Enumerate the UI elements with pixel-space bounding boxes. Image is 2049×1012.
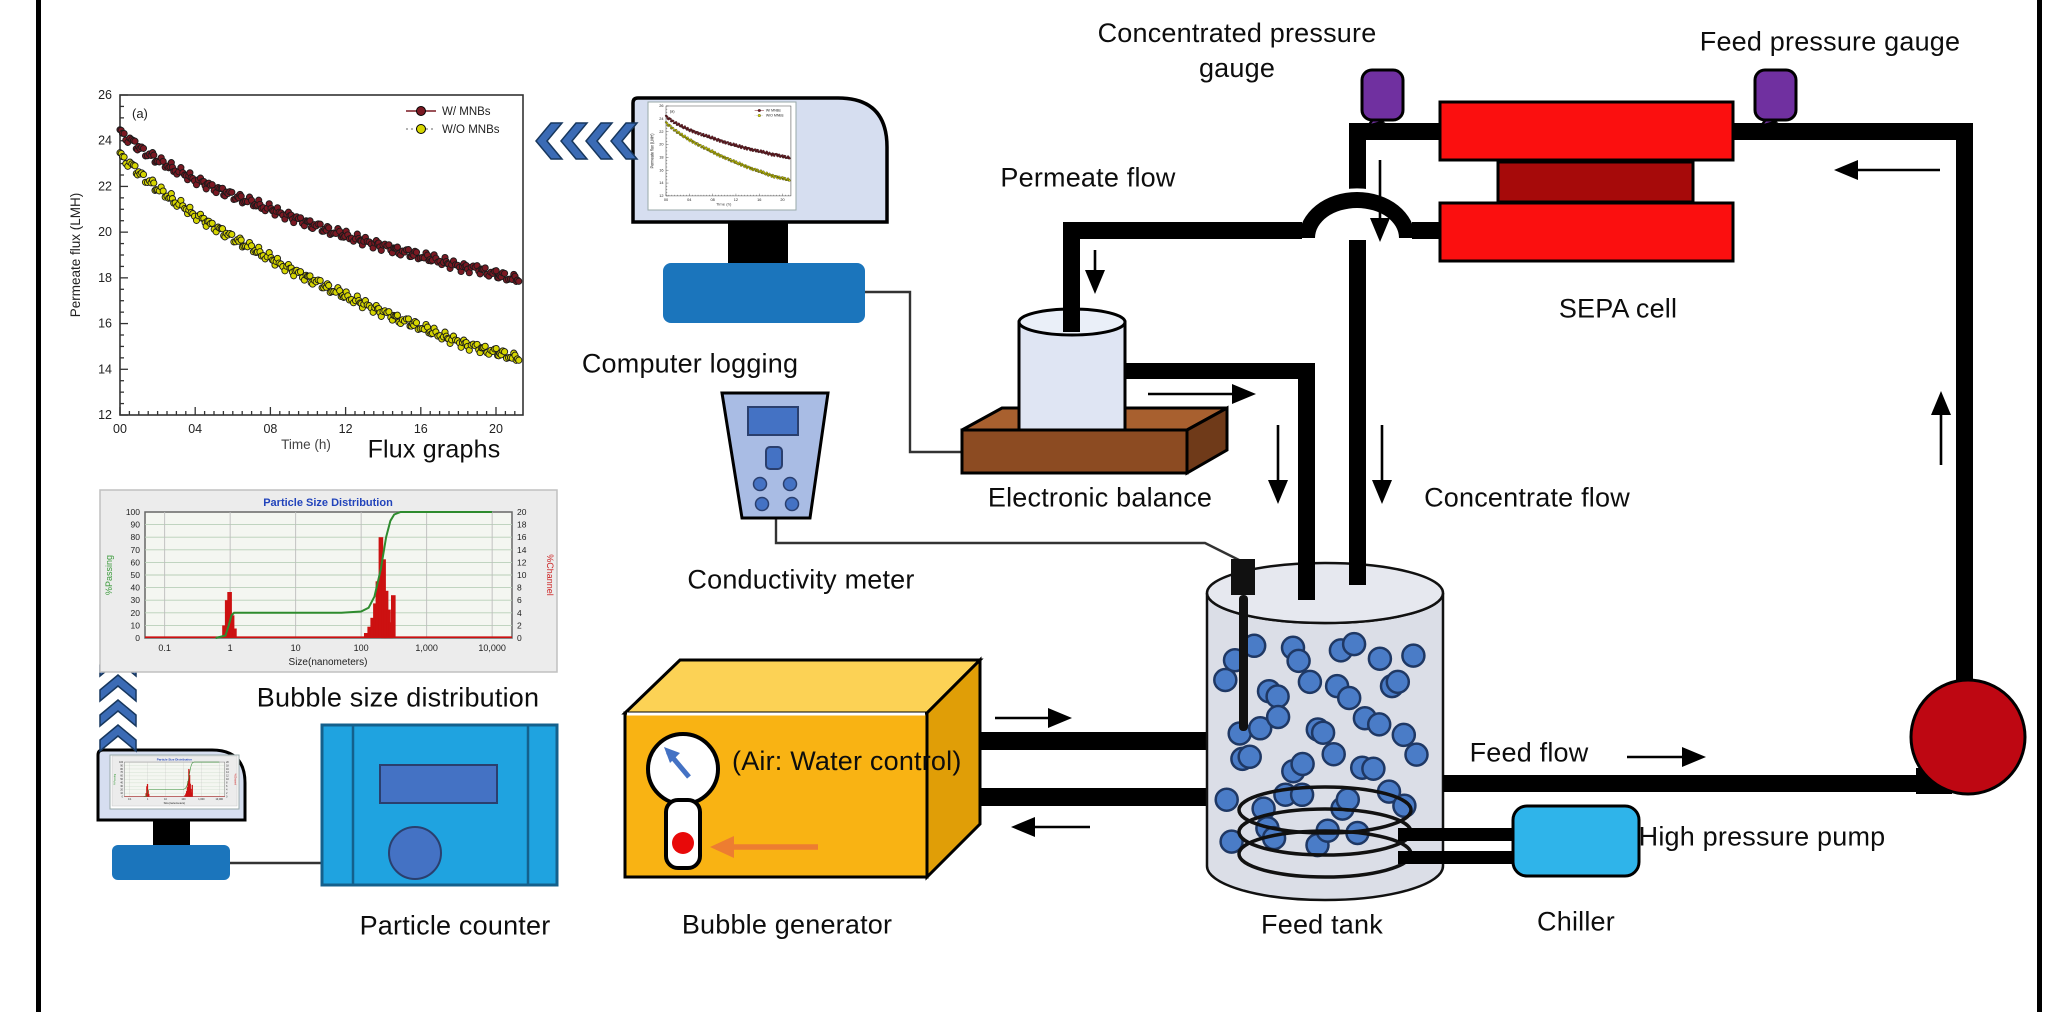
generator-red-light [672, 832, 694, 854]
svg-text:04: 04 [188, 422, 202, 436]
svg-text:16: 16 [414, 422, 428, 436]
svg-text:6: 6 [517, 595, 522, 605]
svg-text:Permeate flux (LMH): Permeate flux (LMH) [68, 193, 83, 318]
svg-text:12: 12 [98, 408, 112, 422]
svg-text:26: 26 [98, 88, 112, 102]
computer-base [663, 263, 865, 323]
svg-text:100: 100 [126, 507, 140, 517]
svg-text:Size(nanometers): Size(nanometers) [289, 657, 368, 668]
figure-border [36, 0, 2042, 1012]
high-pressure-pump-shape [1909, 678, 2027, 796]
mini-psd-screen [111, 755, 238, 807]
svg-text:08: 08 [263, 422, 277, 436]
svg-text:80: 80 [131, 532, 141, 542]
svg-text:12: 12 [339, 422, 353, 436]
svg-text:40: 40 [131, 583, 141, 593]
svg-text:Time (h): Time (h) [281, 437, 331, 452]
sepa-cell-shape [1438, 100, 1735, 263]
meter-probe-wire [774, 518, 1244, 564]
svg-text:1: 1 [228, 643, 233, 653]
mini-flux-screen [649, 104, 792, 207]
chiller-shape [1511, 804, 1641, 878]
svg-text:00: 00 [113, 422, 127, 436]
particle-size-chart: Particle Size Distribution01020304050607… [99, 489, 558, 673]
svg-text:22: 22 [98, 179, 112, 193]
svg-text:14: 14 [98, 362, 112, 376]
svg-text:70: 70 [131, 545, 141, 555]
right-riser-pipe [1956, 123, 1973, 685]
svg-text:20: 20 [489, 422, 503, 436]
svg-text:18: 18 [98, 271, 112, 285]
svg-text:14: 14 [517, 545, 527, 555]
coil-chiller-pipes [1398, 828, 1516, 864]
svg-text:60: 60 [131, 557, 141, 567]
permeate-pipes [1063, 222, 1442, 600]
svg-text:2: 2 [517, 620, 522, 630]
svg-text:30: 30 [131, 595, 141, 605]
svg-text:18: 18 [517, 520, 527, 530]
beaker-in-pipe [1063, 300, 1080, 332]
pipe-hop-arc [1299, 192, 1415, 238]
svg-text:20: 20 [517, 507, 527, 517]
svg-text:90: 90 [131, 520, 141, 530]
svg-text:10: 10 [131, 620, 141, 630]
computer-balance-wire [865, 290, 962, 454]
svg-text:W/O MNBs: W/O MNBs [442, 124, 500, 136]
svg-text:%Channel: %Channel [545, 554, 555, 596]
svg-text:10: 10 [291, 643, 301, 653]
svg-text:24: 24 [98, 134, 112, 148]
svg-text:100: 100 [354, 643, 369, 653]
svg-text:50: 50 [131, 570, 141, 580]
particle-counter-shape [320, 723, 559, 887]
svg-text:0: 0 [135, 633, 140, 643]
svg-text:20: 20 [131, 608, 141, 618]
permeate-beaker [1017, 307, 1127, 432]
svg-text:12: 12 [517, 557, 527, 567]
svg-text:16: 16 [98, 317, 112, 331]
svg-text:1,000: 1,000 [415, 643, 438, 653]
feed-pipe [1443, 775, 1953, 792]
svg-text:16: 16 [517, 532, 527, 542]
signal-wires [230, 290, 1244, 865]
concentrated-pressure-gauge-icon [1360, 68, 1405, 129]
small-monitor-stand [153, 820, 190, 845]
svg-text:W/ MNBs: W/ MNBs [442, 106, 491, 118]
feed-tank-shape [1205, 561, 1445, 902]
small-computer-base [112, 845, 230, 880]
conductivity-probe [1231, 559, 1255, 731]
flow-arrows [995, 160, 1951, 837]
chevrons-left-icon [535, 122, 639, 160]
bubble-generator-shape [621, 656, 984, 881]
svg-text:10,000: 10,000 [478, 643, 506, 653]
svg-text:8: 8 [517, 583, 522, 593]
monitor-stand [728, 222, 788, 263]
svg-text:10: 10 [517, 570, 527, 580]
svg-text:0: 0 [517, 633, 522, 643]
svg-text:4: 4 [517, 608, 522, 618]
beaker-out-pipe [1125, 363, 1315, 379]
svg-text:%Passing: %Passing [104, 555, 114, 595]
svg-text:20: 20 [98, 225, 112, 239]
svg-text:Particle Size Distribution: Particle Size Distribution [263, 497, 393, 509]
feed-pressure-gauge-icon [1753, 68, 1798, 129]
generator-tank-pipes [978, 732, 1210, 806]
conductivity-meter-shape [720, 391, 830, 520]
svg-text:0.1: 0.1 [158, 643, 171, 653]
svg-text:(a): (a) [132, 106, 148, 121]
